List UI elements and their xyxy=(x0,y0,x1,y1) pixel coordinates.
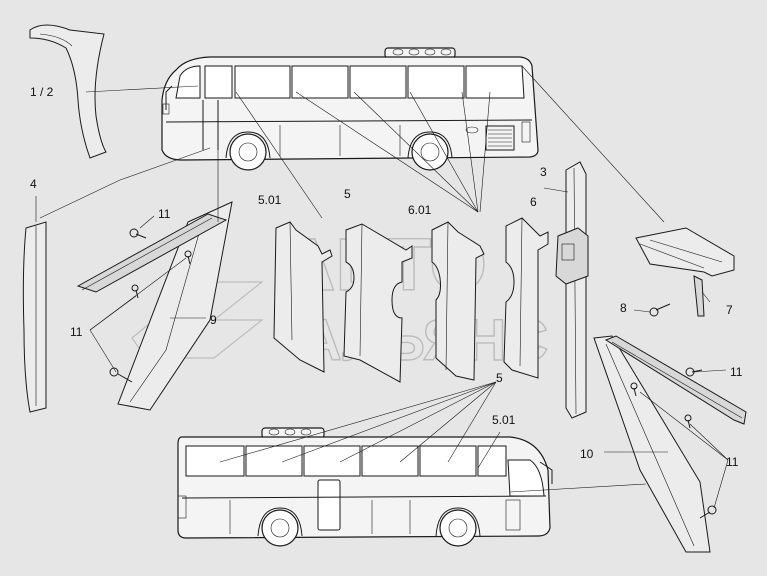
callout-9: 9 xyxy=(210,313,217,327)
callout-5-bottom: 5 xyxy=(496,371,503,385)
callout-6: 6 xyxy=(530,195,537,209)
callout-7: 7 xyxy=(726,303,733,317)
callout-8: 8 xyxy=(620,301,627,315)
part-7-roof-rail xyxy=(635,227,735,317)
callout-11-left: 11 xyxy=(70,325,83,339)
part-5-01-panel xyxy=(273,221,333,373)
callout-5-top: 5 xyxy=(344,187,351,201)
part-6-01-panel xyxy=(431,221,485,381)
screw-icon xyxy=(109,367,133,383)
part-10-triangle-panel xyxy=(593,335,747,553)
screw-icon xyxy=(649,303,671,317)
callout-11-bottom-right: 11 xyxy=(726,455,739,469)
part-5-panel xyxy=(343,223,413,383)
callout-11-top-left: 11 xyxy=(158,207,171,221)
callout-1-2: 1 / 2 xyxy=(30,85,54,99)
bus-top-view xyxy=(161,47,539,171)
screw-icon xyxy=(699,505,717,519)
callout-4: 4 xyxy=(30,177,37,191)
screw-icon xyxy=(131,284,139,299)
screw-icon xyxy=(630,382,638,397)
screw-icon xyxy=(129,228,147,239)
screw-icon xyxy=(184,250,192,265)
screw-icon xyxy=(684,414,692,429)
screws xyxy=(109,228,717,519)
part-1-2-pillar-trim xyxy=(29,24,107,159)
part-9-triangle-panel xyxy=(76,201,233,411)
part-4-vertical-strip xyxy=(22,221,47,413)
callout-5-01-bottom: 5.01 xyxy=(492,413,516,427)
callout-labels: 1 / 2 4 11 5.01 5 6.01 6 3 7 8 9 11 11 1… xyxy=(30,85,743,469)
callout-10: 10 xyxy=(580,447,594,461)
leader-lines xyxy=(35,65,729,509)
part-3-pillar-strip xyxy=(555,161,589,419)
callout-3: 3 xyxy=(540,165,547,179)
bus-bottom-view xyxy=(177,427,553,547)
callout-6-01: 6.01 xyxy=(408,203,432,217)
part-6-panel xyxy=(503,217,549,379)
callout-5-01-top: 5.01 xyxy=(258,193,282,207)
callout-11-right: 11 xyxy=(730,365,743,379)
